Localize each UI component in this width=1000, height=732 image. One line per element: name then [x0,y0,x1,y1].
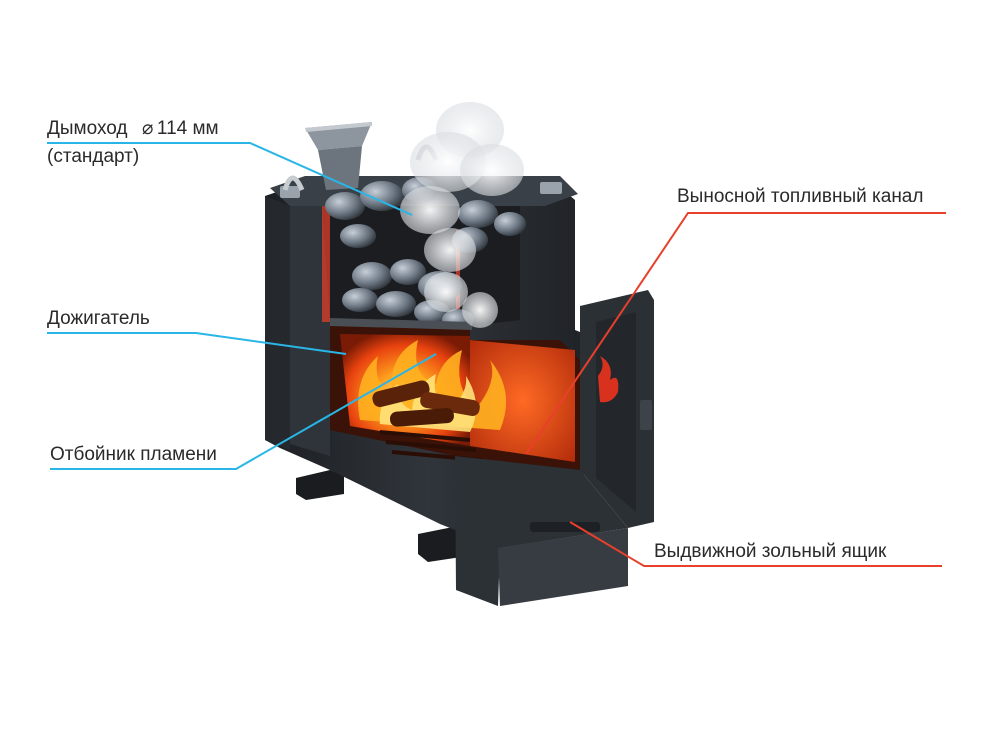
chimney-note-label: (стандарт) [47,146,140,167]
diameter-symbol: ⌀ [141,118,153,139]
afterburner-callout-line [47,332,347,355]
ash-drawer-callout-line [569,521,942,567]
ash-drawer [455,456,628,606]
steam-cloud [400,102,524,328]
flame-deflector [330,318,472,330]
afterburner-label: Дожигатель [47,308,150,329]
chimney-callout-line [47,142,413,216]
firewood [372,380,480,427]
ash-drawer-label: Выдвижной зольный ящик [654,541,887,562]
fuel-channel-callout-line [525,212,946,455]
chimney-diameter-value: 114 мм [156,118,219,139]
stove-feet [296,470,468,562]
flame-deflector-label: Отбойник пламени [50,444,217,465]
deflector-callout-line [50,353,437,470]
fuel-channel-door [580,290,654,528]
chimney-label: Дымоход ⌀114 мм [47,118,219,140]
remote-fuel-channel-label: Выносной топливный канал [677,186,924,207]
chimney-label-text: Дымоход [47,118,128,139]
